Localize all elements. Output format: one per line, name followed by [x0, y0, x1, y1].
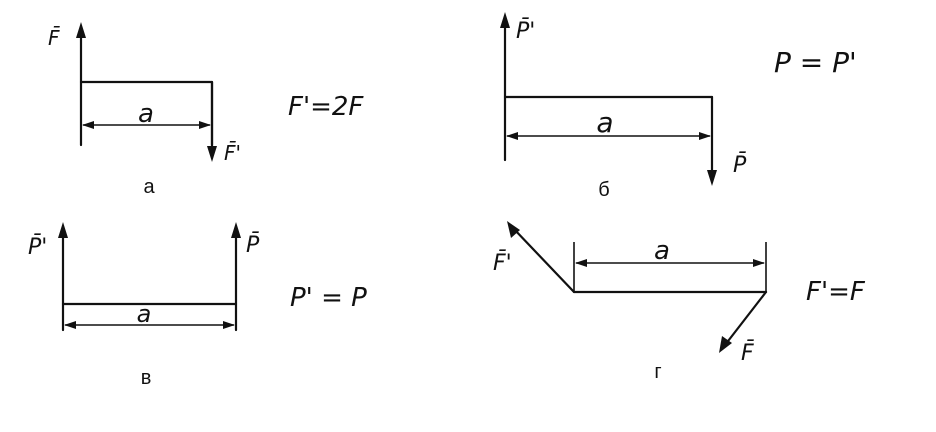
force-p-up-arrowhead	[231, 222, 241, 238]
dimension-arrow-left	[575, 259, 587, 267]
force-label-p: P̄	[246, 232, 260, 258]
panel-b: a P̄' P̄ P = P' б	[500, 12, 857, 201]
force-f-arrowhead	[719, 336, 732, 353]
dimension-label: a	[654, 236, 670, 266]
panel-caption: а	[143, 176, 155, 198]
panel-v: a P̄' P̄ P' = P в	[28, 222, 367, 389]
dimension-arrow-right	[699, 132, 711, 140]
dimension-arrow-right	[223, 321, 235, 329]
panel-caption: г	[654, 361, 661, 383]
relation-label: P = P'	[774, 46, 857, 79]
relation-label: P' = P	[290, 283, 367, 313]
force-p-prime-up-arrowhead	[500, 12, 510, 28]
force-f-prime-arrowhead	[507, 221, 520, 238]
dimension-label: a	[138, 99, 154, 129]
panel-g: a F̄' F̄ F'=F г	[493, 221, 866, 383]
panel-caption: б	[598, 179, 609, 201]
dimension-label: a	[596, 106, 613, 139]
panel-a: a F̄ F̄' F'=2F а	[48, 22, 364, 198]
dimension-arrow-right	[199, 121, 211, 129]
panel-caption: в	[141, 367, 152, 389]
force-f-up-arrowhead	[76, 22, 86, 38]
force-f-line	[723, 290, 768, 347]
force-label-p: P̄	[733, 152, 747, 178]
dimension-arrow-left	[82, 121, 94, 129]
force-f-prime-line	[511, 226, 576, 294]
force-p-down-arrowhead	[707, 170, 717, 186]
dimension-arrow-left	[64, 321, 76, 329]
force-f-prime-down-arrowhead	[207, 146, 217, 162]
dimension-label: a	[137, 300, 152, 328]
force-label-p-prime: P̄'	[516, 18, 535, 44]
force-p-prime-up-arrowhead	[58, 222, 68, 238]
force-label-f: F̄	[48, 25, 60, 50]
force-label-f-prime: F̄'	[493, 250, 512, 276]
force-label-p-prime: P̄'	[28, 234, 47, 260]
force-label-f-prime: F̄'	[224, 140, 241, 165]
force-label-f: F̄	[741, 340, 754, 366]
relation-label: F'=2F	[288, 92, 364, 122]
dimension-arrow-right	[753, 259, 765, 267]
dimension-arrow-left	[506, 132, 518, 140]
relation-label: F'=F	[806, 277, 866, 307]
